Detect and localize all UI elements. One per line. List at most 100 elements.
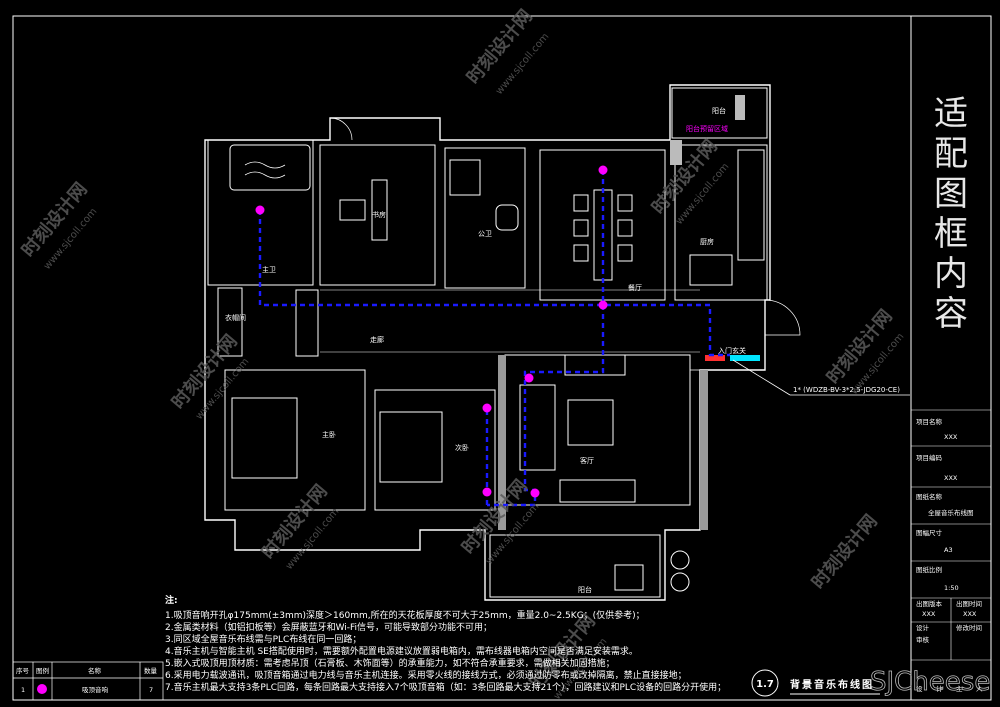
legend-qty: 7: [149, 686, 153, 694]
study-chair: [339, 199, 366, 221]
title-char: 配: [934, 134, 968, 174]
field-label: 项目编码: [916, 453, 943, 462]
room-label: 阳台: [578, 585, 592, 594]
room-label: 次卧: [455, 443, 469, 452]
legend-table: [12, 661, 164, 701]
room-label: 主卫: [262, 265, 276, 274]
design-label: 审核: [916, 635, 930, 644]
speakers: [255, 165, 608, 498]
entry-accent-red: [705, 355, 725, 361]
field-value: 1:50: [944, 584, 959, 592]
balcony-bottom: [489, 534, 661, 598]
speaker-wiring: [258, 170, 730, 507]
legend-header: 名称: [88, 666, 102, 675]
field-value: A3: [944, 546, 953, 554]
legend-no: 1: [21, 686, 25, 694]
design-label: 设计: [916, 623, 930, 632]
note-line: 4.音乐主机与智能主机 SE搭配使用时，需要额外配置电源建议放置弱电箱内，需布线…: [165, 645, 638, 657]
speaker-icon: [598, 165, 608, 175]
note-line: 3.同区域全屋音乐布线需与PLC布线在同一回路；: [165, 633, 361, 645]
floor-plan: [204, 84, 801, 601]
title-char: 适: [934, 94, 968, 134]
room-label: 厨房: [700, 237, 714, 246]
title-block: 适 配 图 框 内 容 项目名称 XXX 项目编码 XXX 图纸名称 全屋音乐布…: [911, 94, 991, 693]
room-label: 阳台预留区域: [686, 124, 728, 133]
entry-door: [764, 299, 801, 336]
room-label: 餐厅: [628, 283, 642, 292]
legend-header: 序号: [16, 666, 30, 675]
kitchen-outline: [674, 144, 768, 301]
note-line: 7.音乐主机最大支持3条PLC回路，每条回路最大支持接入7个吸顶音箱（如：3条回…: [165, 681, 726, 693]
room-label: 衣帽间: [225, 313, 246, 322]
title-char: 图: [934, 174, 968, 214]
drawing-number: 1.7: [756, 679, 774, 690]
master-bed-outline: [224, 369, 366, 511]
note-line: 2.金属类材料（如铝扣板等）会屏蔽蓝牙和Wi-Fi信号，可能导致部分功能不可用；: [165, 621, 492, 633]
guest-bath-outline: [444, 147, 526, 289]
footer-char: 设: [916, 684, 923, 693]
watermark: 时刻设计网: [807, 510, 882, 593]
speaker-icon: [255, 205, 265, 215]
legend-header: 图例: [36, 666, 49, 675]
field-label: 图纸比例: [916, 565, 942, 574]
note-line: 1.吸顶音响开孔φ175mm(±3mm)深度＞160mm,所在的天花板厚度不可大…: [165, 609, 645, 621]
footer-char: 人: [976, 685, 983, 693]
outer-frame: [12, 15, 992, 701]
title-char: 容: [934, 294, 968, 334]
speaker-icon: [530, 488, 540, 498]
brand-watermark: SJCheese: [870, 667, 990, 697]
room-label: 公卫: [478, 230, 492, 238]
version-value: XXX: [963, 610, 977, 618]
speaker-icon: [524, 373, 534, 383]
cable-label: 1* (WDZB-BV-3*2.5-JDG20-CE): [793, 386, 900, 394]
room-label: 走廊: [370, 335, 384, 344]
room-label: 阳台: [712, 106, 726, 115]
field-value: XXX: [944, 433, 958, 441]
note-line: 6.采用电力载波通讯，吸顶音箱通过电力线与音乐主机连接。采用零火线的接线方式，必…: [165, 669, 687, 681]
legend-text: 序号 图例 名称 数量 1 吸顶音响 7: [16, 666, 158, 694]
drawing-id: 1.7 背景音乐布线图: [751, 669, 880, 697]
main-wire-run: [258, 210, 730, 357]
speaker-icon: [482, 403, 492, 413]
design-label: 修改时间: [956, 623, 982, 632]
room-label: 入门玄关: [718, 346, 746, 355]
footer-char: 计: [936, 684, 943, 693]
legend-name: 吸顶音响: [82, 685, 109, 694]
coffee-table: [567, 399, 614, 446]
second-bed: [379, 411, 443, 483]
speaker-icon: [482, 487, 492, 497]
title-char: 框: [934, 214, 968, 254]
version-label: 出图版本: [916, 599, 943, 608]
room-label: 书房: [372, 210, 386, 219]
version-value: XXX: [922, 610, 936, 618]
notes: 注: 1.吸顶音响开孔φ175mm(±3mm)深度＞160mm,所在的天花板厚度…: [165, 594, 726, 693]
watermark: 时刻设计网: [462, 5, 537, 88]
balcony-top: [671, 87, 768, 139]
field-label: 项目名称: [916, 417, 943, 426]
legend-header: 数量: [144, 666, 158, 675]
cable-callout: 1* (WDZB-BV-3*2.5-JDG20-CE): [732, 359, 910, 396]
field-label: 图幅尺寸: [916, 528, 943, 537]
speaker-legend-icon: [37, 684, 47, 694]
master-bed: [231, 397, 298, 479]
notes-heading: 注:: [165, 594, 178, 606]
speaker-icon: [598, 300, 608, 310]
study-outline: [319, 144, 436, 286]
title-char: 内: [934, 254, 968, 294]
footer-char: 主: [956, 684, 963, 693]
room-label: 主卧: [322, 430, 336, 439]
wardrobe-left: [217, 287, 243, 357]
field-label: 图纸名称: [916, 492, 943, 501]
note-line: 5.嵌入式吸顶用顶材质：需考虑吊顶（石膏板、木饰面等）的承重能力，如不符合承重要…: [165, 657, 615, 669]
field-value: XXX: [944, 474, 958, 482]
entry-accent-cyan: [730, 355, 760, 361]
field-value: 全屋音乐布线图: [928, 508, 974, 517]
bathtub: [229, 144, 311, 191]
drawing-name: 背景音乐布线图: [790, 678, 874, 691]
version-label: 出图时间: [956, 599, 982, 608]
watermarks: 时刻设计网 www.sjcoll.com 时刻设计网 www.sjcoll.co…: [17, 5, 906, 702]
sofa: [519, 384, 556, 471]
room-label: 客厅: [580, 456, 594, 465]
